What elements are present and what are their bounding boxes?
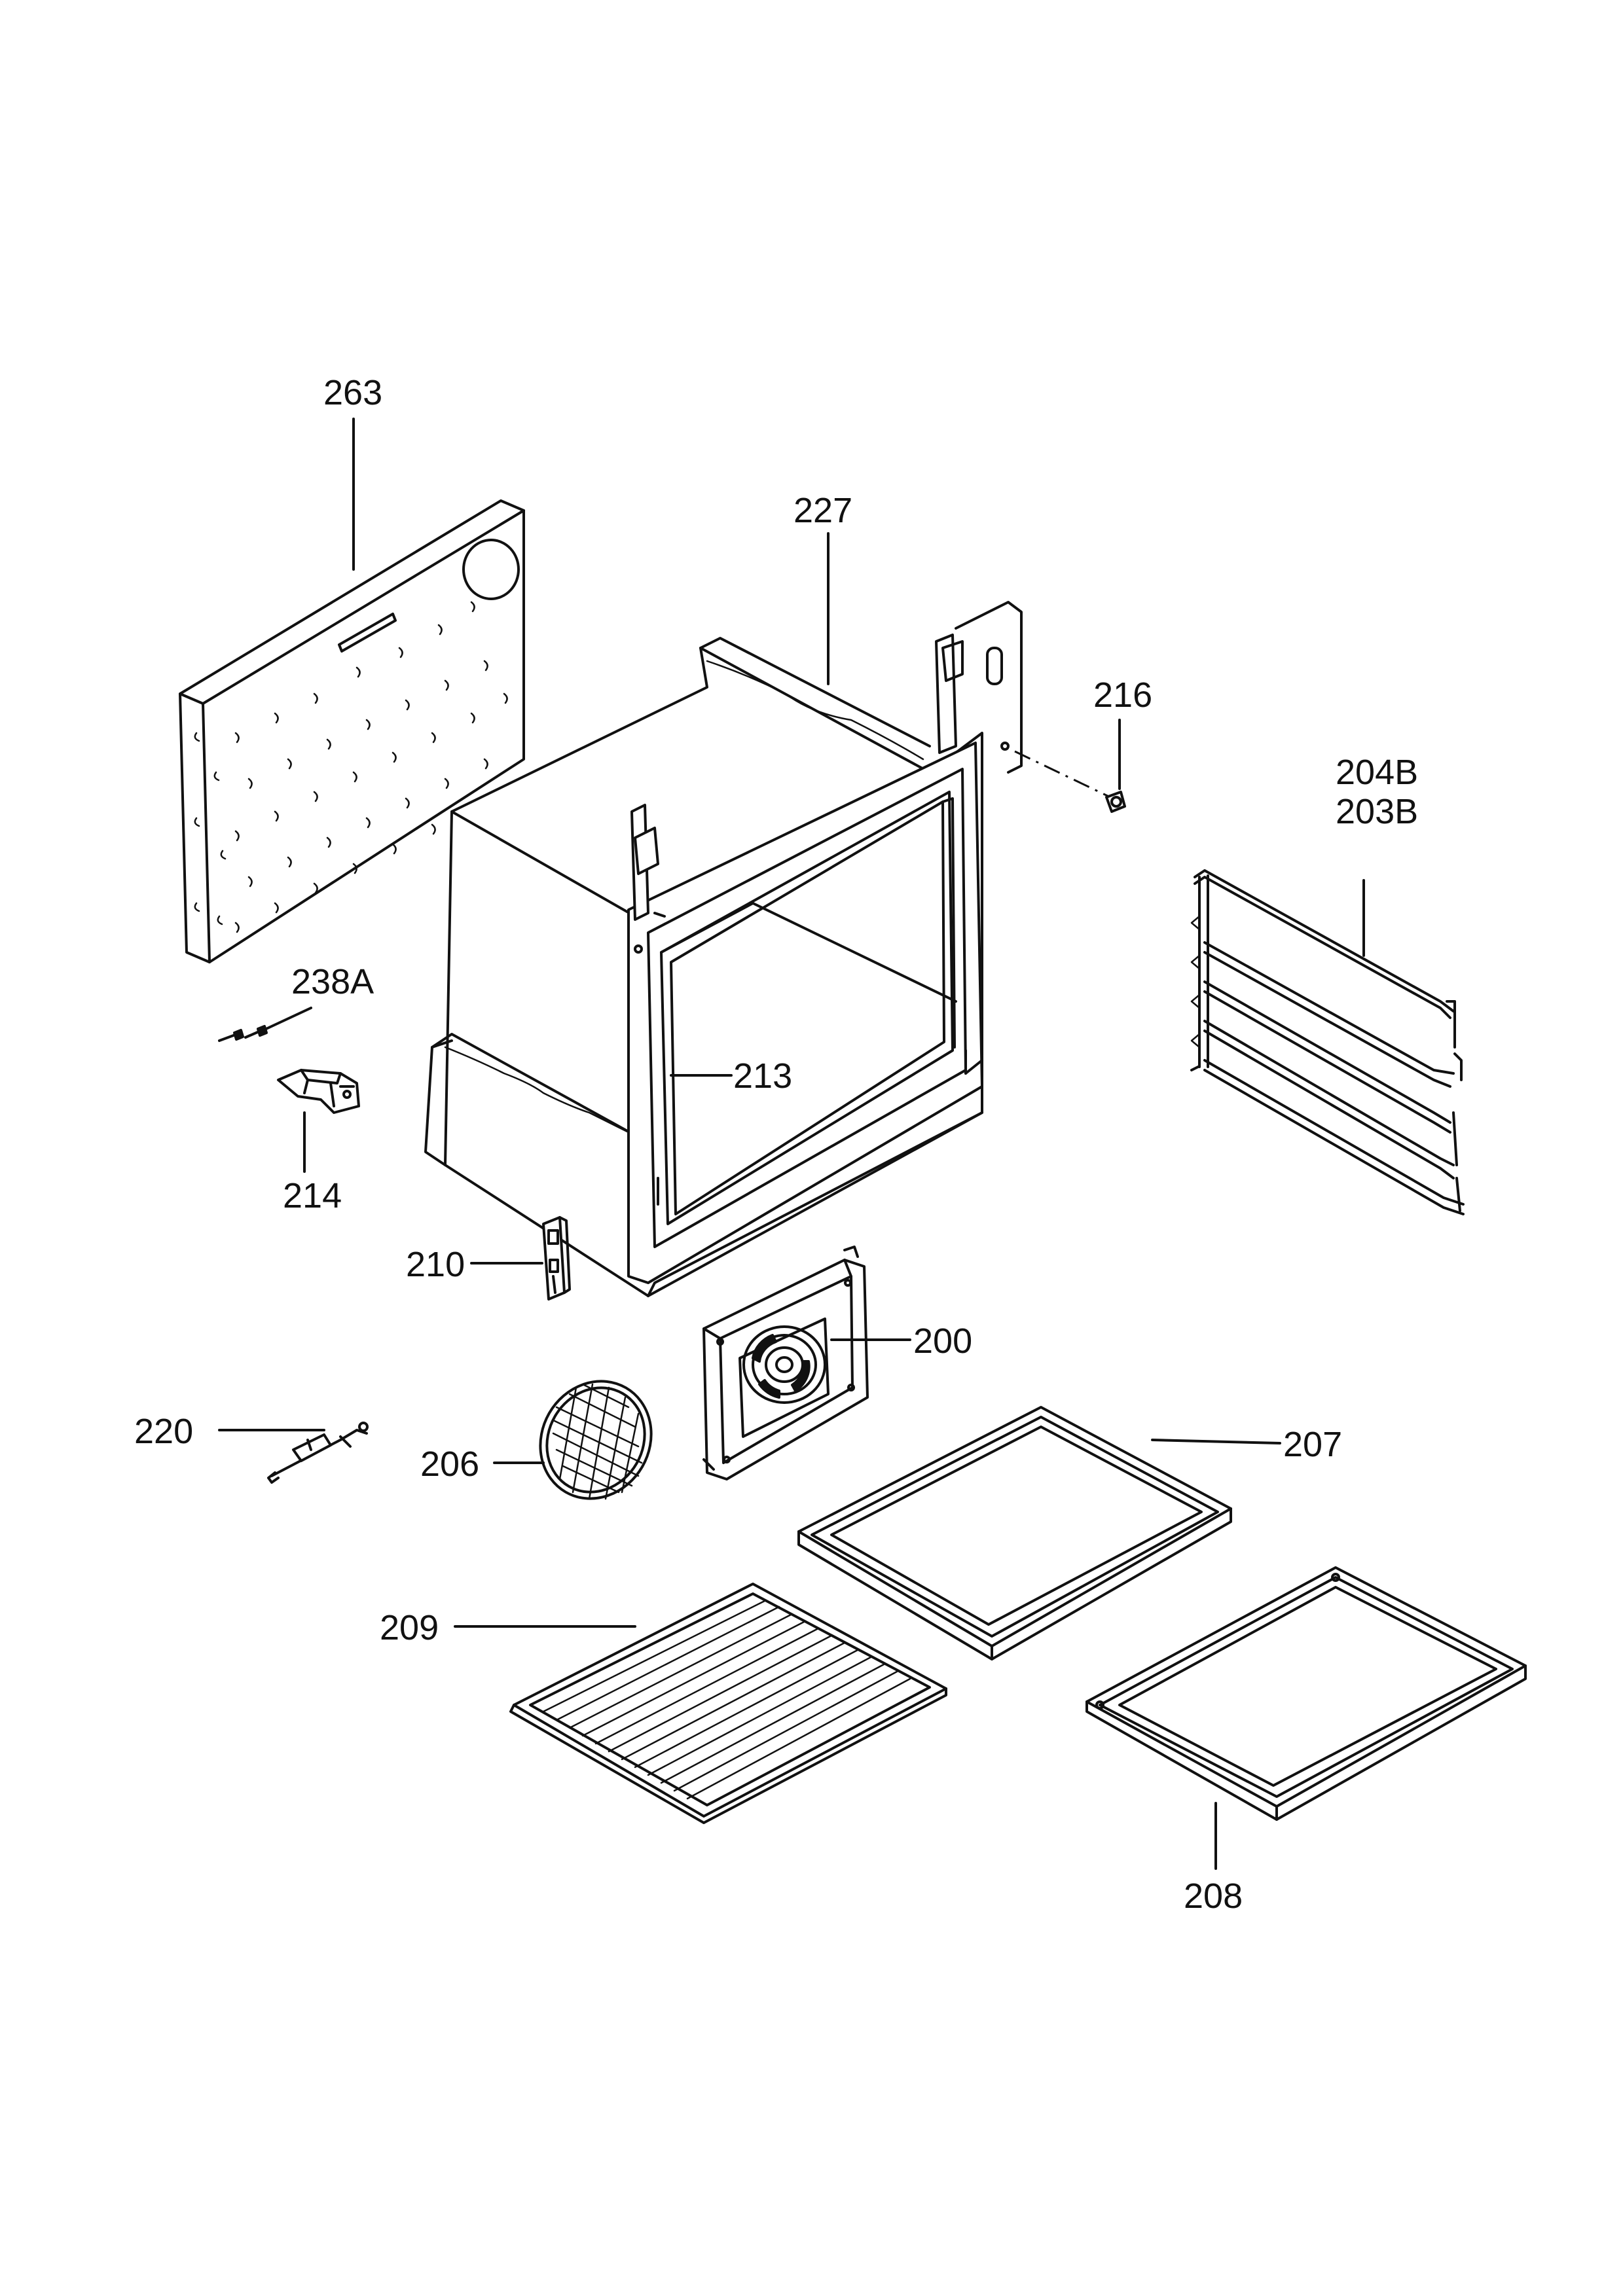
part-209-wire-shelf — [509, 1583, 947, 1824]
label-209: 209 — [380, 1608, 439, 1647]
leader-lines — [218, 418, 1365, 1870]
label-206: 206 — [420, 1444, 479, 1484]
label-213: 213 — [733, 1056, 792, 1096]
part-207-baking-tray — [797, 1406, 1232, 1660]
part-206-fan-grille — [539, 1380, 653, 1500]
part-220-sensor — [267, 1422, 369, 1484]
part-208-drip-tray — [1085, 1566, 1527, 1821]
part-216-screw — [1014, 750, 1126, 813]
part-210-door-switch — [542, 1216, 571, 1300]
part-204b-203b-shelf-runners — [1190, 869, 1465, 1215]
label-220: 220 — [134, 1412, 193, 1451]
label-200: 200 — [913, 1321, 972, 1361]
label-210: 210 — [406, 1245, 465, 1284]
part-200-fan-assembly — [702, 1246, 869, 1480]
label-238a: 238A — [291, 962, 374, 1001]
part-227-oven-cavity — [424, 601, 1023, 1297]
label-227: 227 — [793, 491, 852, 530]
leader-238a — [261, 1007, 312, 1032]
part-214-bracket — [277, 1069, 360, 1114]
part-labels: 263 227 216 204B 203B 238A 213 214 210 2… — [134, 373, 1418, 1916]
label-214: 214 — [283, 1176, 342, 1215]
label-204b: 204B — [1336, 753, 1418, 792]
leader-207 — [1151, 1439, 1281, 1444]
part-263-insulation-panel — [179, 499, 525, 963]
label-203b: 203B — [1336, 792, 1418, 831]
label-263: 263 — [323, 373, 382, 412]
part-238a-screws — [218, 1025, 268, 1042]
label-207: 207 — [1283, 1425, 1342, 1464]
label-216: 216 — [1093, 675, 1152, 715]
label-208: 208 — [1184, 1876, 1243, 1916]
